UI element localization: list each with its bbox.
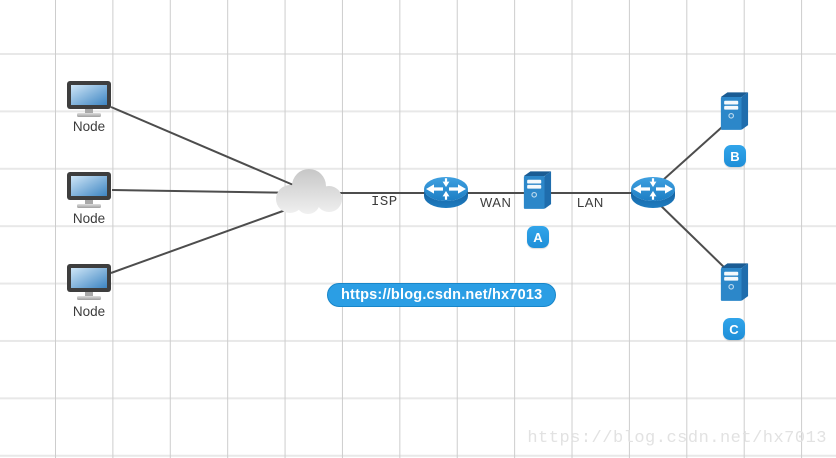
server-a[interactable]	[522, 169, 552, 218]
workstation-node-2[interactable]	[66, 171, 112, 214]
isp-label: ISP	[371, 194, 398, 210]
link-node3-cloud	[110, 202, 306, 274]
server-tower-icon	[720, 263, 749, 301]
server-a-badge: A	[527, 226, 549, 248]
blog-url-badge[interactable]: https://blog.csdn.net/hx7013	[327, 283, 557, 307]
router-2[interactable]	[630, 176, 676, 215]
internet-cloud[interactable]	[273, 166, 343, 221]
wan-label: WAN	[480, 195, 512, 210]
server-c-badge: C	[723, 318, 745, 340]
lan-label: LAN	[577, 195, 604, 210]
router-1[interactable]	[423, 176, 469, 215]
link-node2-cloud	[111, 189, 306, 194]
monitor-icon	[67, 264, 111, 300]
node-1-label: Node	[72, 119, 106, 134]
link-router2-serverB	[652, 118, 732, 190]
server-b[interactable]	[719, 90, 749, 139]
node-2-label: Node	[72, 211, 106, 226]
server-c[interactable]	[719, 261, 749, 310]
server-b-badge: B	[724, 145, 746, 167]
monitor-icon	[67, 81, 111, 117]
router-icon	[424, 177, 468, 208]
router-icon	[631, 177, 675, 208]
node-3-label: Node	[72, 304, 106, 319]
workstation-node-3[interactable]	[66, 263, 112, 306]
server-tower-icon	[523, 171, 552, 209]
server-tower-icon	[720, 92, 749, 130]
monitor-icon	[67, 172, 111, 208]
link-router2-serverC	[655, 200, 730, 273]
link-node1-cloud	[110, 106, 306, 191]
cloud-icon	[276, 169, 342, 214]
workstation-node-1[interactable]	[66, 80, 112, 123]
